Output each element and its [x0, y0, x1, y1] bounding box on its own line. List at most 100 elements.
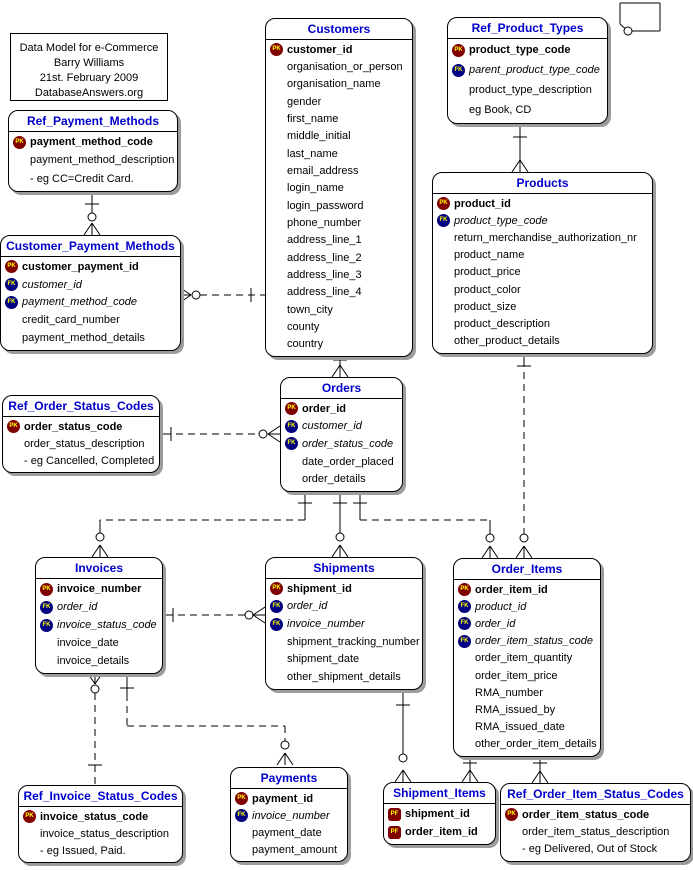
relationship-invoices-shipments — [161, 606, 266, 624]
field-name: invoice_details — [57, 655, 130, 667]
field-name: order_item_id — [405, 826, 478, 838]
field-name: shipment_id — [287, 582, 352, 595]
field-row: - eg Cancelled, Completed — [3, 452, 159, 469]
field-name: - eg Cancelled, Completed — [24, 454, 155, 467]
field-row: invoice_details — [36, 652, 162, 670]
badge-cell: FK — [1, 278, 22, 292]
badge-cell: PK — [231, 792, 252, 805]
diagram-date: 21st. February 2009 — [39, 72, 139, 84]
badge-cell: PK — [266, 43, 287, 57]
fk-key-icon: FK — [40, 618, 53, 632]
pk-key-icon: PK — [270, 582, 283, 596]
relationship-shipments-shipment_items — [394, 688, 412, 783]
field-name: product_id — [475, 600, 527, 613]
field-name: product_type_code — [469, 44, 571, 56]
field-row: country — [266, 336, 412, 353]
field-name: product_type_description — [469, 84, 592, 96]
field-name: product_id — [454, 197, 511, 210]
field-row: order_item_quantity — [454, 650, 600, 667]
field-name: order_id — [302, 402, 347, 415]
entity-title-shipments: Shipments — [266, 558, 422, 579]
field-name: address_line_2 — [287, 251, 362, 264]
field-name: organisation_or_person — [287, 60, 403, 73]
field-row: gender — [266, 93, 412, 110]
field-name: product_description — [454, 318, 551, 331]
field-name: - eg Delivered, Out of Stock — [522, 843, 658, 856]
field-name: product_price — [454, 266, 521, 279]
field-name: phone_number — [287, 216, 362, 229]
relationship-order_items-shipment_items — [461, 755, 479, 783]
field-name: invoice_number — [287, 618, 365, 631]
badge-cell: FK — [448, 63, 469, 77]
field-row: phone_number — [266, 214, 412, 231]
field-row: RMA_issued_by — [454, 701, 600, 718]
pf-key-icon: PF — [388, 825, 401, 839]
pk-key-icon: PK — [40, 582, 53, 596]
zero-cardinality-circle — [90, 684, 100, 694]
pk-key-icon: PK — [13, 135, 26, 149]
fk-key-icon: FK — [458, 634, 471, 648]
field-row: other_shipment_details — [266, 668, 422, 686]
relationship-orders-order_items — [353, 490, 499, 559]
field-name: other_order_item_details — [475, 738, 597, 751]
zero-cardinality-circle — [280, 740, 290, 750]
field-name: return_merchandise_authorization_nr — [454, 232, 637, 245]
fk-key-icon: FK — [285, 419, 298, 433]
fk-key-icon: FK — [452, 63, 465, 77]
field-row: other_product_details — [433, 333, 652, 350]
pk-key-icon: PK — [437, 197, 450, 211]
field-row: - eg Issued, Paid. — [19, 842, 182, 859]
field-name: organisation_name — [287, 78, 381, 91]
relationship-customers-orders — [331, 355, 349, 378]
relationship-products-order_items — [515, 352, 533, 559]
field-row: payment_date — [231, 824, 347, 841]
entity-title-customers: Customers — [266, 19, 412, 40]
relationship-invoices-ref_invoice_status_codes — [86, 671, 104, 785]
field-name: address_line_3 — [287, 268, 362, 281]
field-row: payment_method_details — [1, 329, 180, 347]
badge-cell: PK — [1, 260, 22, 274]
badge-cell: PK — [3, 420, 24, 433]
field-name: payment_method_code — [22, 296, 137, 309]
field-row: eg Book, CD — [448, 100, 607, 120]
zero-cardinality-circle — [335, 532, 345, 542]
field-name: order_id — [475, 617, 516, 630]
badge-cell: FK — [281, 437, 302, 451]
fk-key-icon: FK — [235, 809, 248, 822]
badge-cell: FK — [266, 617, 287, 631]
field-row: login_name — [266, 180, 412, 197]
field-name: - eg Issued, Paid. — [40, 844, 126, 857]
field-row: - eg Delivered, Out of Stock — [501, 841, 690, 858]
field-name: payment_id — [252, 792, 314, 805]
field-name: customer_id — [302, 420, 362, 433]
pk-key-icon: PK — [23, 810, 36, 823]
field-name: order_item_status_description — [522, 825, 670, 838]
field-row: date_order_placed — [281, 453, 402, 471]
badge-cell: FK — [36, 618, 57, 632]
field-row: order_status_description — [3, 435, 159, 452]
field-name: product_size — [454, 300, 517, 313]
field-row: PF order_item_id — [384, 823, 495, 841]
field-name: customer_id — [22, 278, 82, 291]
diagram-title-box: Data Model for e-Commerce Barry Williams… — [10, 33, 168, 101]
